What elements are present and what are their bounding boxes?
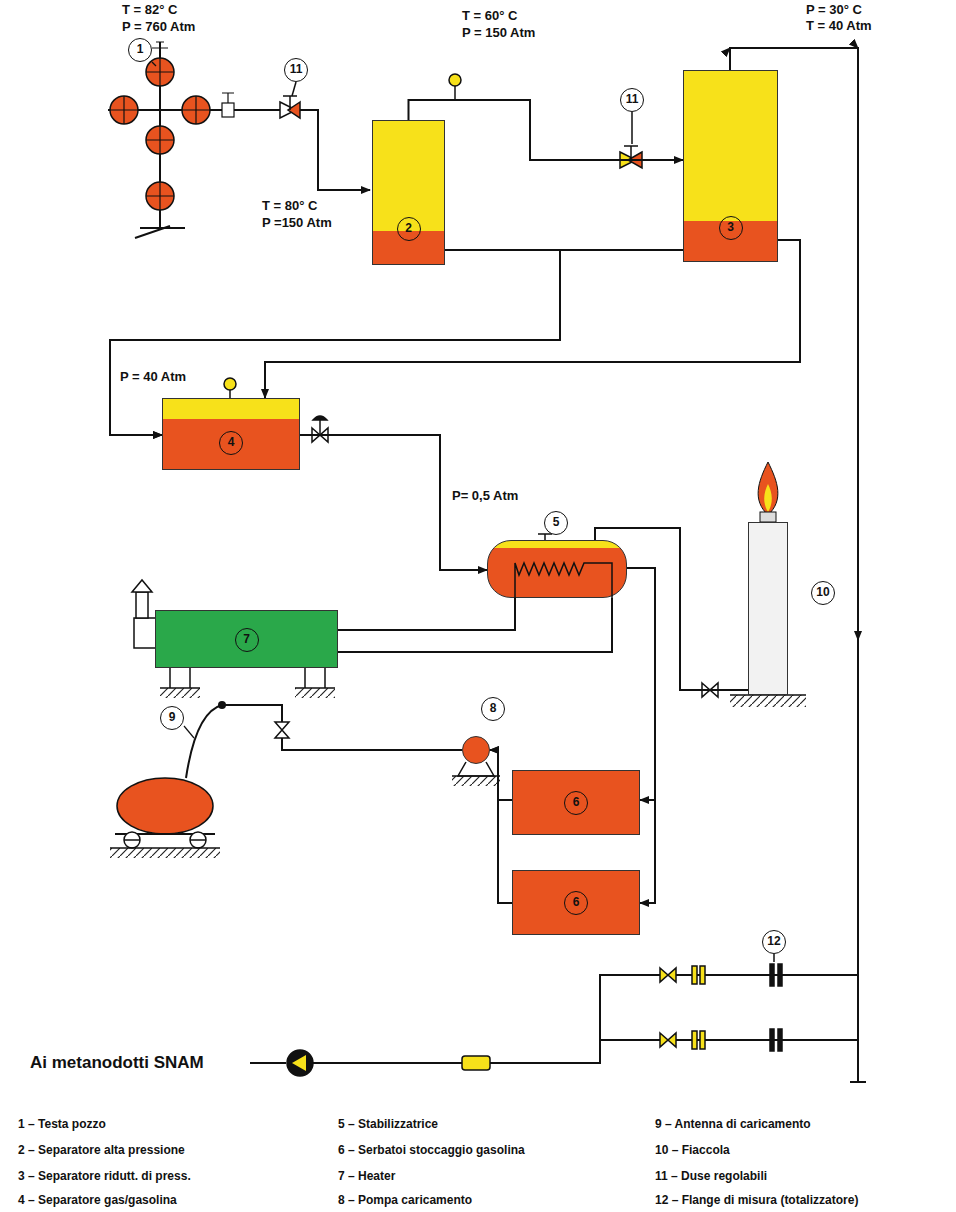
pipe-connector [627,568,655,903]
condition-label: P = 40 Atm [120,369,186,385]
heater-box: 7 [155,610,338,668]
separator-vessel: 2 [372,120,445,265]
callout-number: 11 [284,58,308,82]
callout-number: 4 [219,431,243,455]
pipe-connector [490,750,512,800]
legend-entry: 1 – Testa pozzo [18,1116,106,1132]
callout-number: 7 [235,628,259,652]
storage-tank: 6 [512,870,640,935]
legend-entry: 6 – Serbatoi stoccaggio gasolina [338,1142,525,1158]
pipe-connector [338,598,515,630]
legend-entry: 12 – Flange di misura (totalizzatore) [655,1192,858,1208]
legend-entry: 3 – Separatore ridutt. di press. [18,1168,191,1184]
legend-entry: 8 – Pompa caricamento [338,1192,472,1208]
callout-number: 2 [397,217,421,241]
legend-entry: 7 – Heater [338,1168,395,1184]
storage-tank: 6 [512,770,640,835]
callout-number: 9 [160,706,184,730]
callout-number: 3 [719,216,743,240]
callout-number: 6 [564,791,588,815]
condition-label: P = 150 Atm [462,25,535,41]
callout-number: 10 [811,581,835,605]
destination-label: Ai metanodotti SNAM [30,1052,204,1074]
callout-number: 8 [481,697,505,721]
condition-label: P =150 Atm [262,215,332,231]
legend-entry: 5 – Stabilizzatrice [338,1116,438,1132]
pipe-connector [409,100,684,160]
separator-vessel: 4 [162,398,300,470]
pipe-connector [265,240,800,398]
pipe-connector [338,598,612,652]
legend-entry: 9 – Antenna di caricamento [655,1116,811,1132]
callout-number: 1 [128,38,152,62]
pump-circle: 8 [462,736,490,764]
condition-label: P = 30° C [806,2,862,18]
heating-coil [488,541,628,599]
separator-vessel: 3 [683,70,778,262]
legend-entry: 4 – Separatore gas/gasolina [18,1192,177,1208]
callout-number: 6 [564,891,588,915]
legend-entry: 2 – Separatore alta pressione [18,1142,185,1158]
callout-number: 11 [620,88,644,112]
stabilizer-vessel: 5 [487,540,627,598]
pipe-connector [490,750,512,903]
callout-number: 5 [544,511,568,535]
condition-label: P = 760 Atm [122,19,195,35]
condition-label: T = 40 Atm [806,18,872,34]
condition-label: P= 0,5 Atm [452,488,518,504]
callout-number: 12 [762,930,786,954]
condition-label: T = 80° C [262,198,317,214]
flare-column: 10 [748,522,788,695]
legend-entry: 10 – Fiaccola [655,1142,730,1158]
legend-entry: 11 – Duse regolabili [655,1168,767,1184]
condition-label: T = 82° C [122,2,177,18]
condition-label: T = 60° C [462,8,517,24]
pipe-connector [627,568,655,800]
